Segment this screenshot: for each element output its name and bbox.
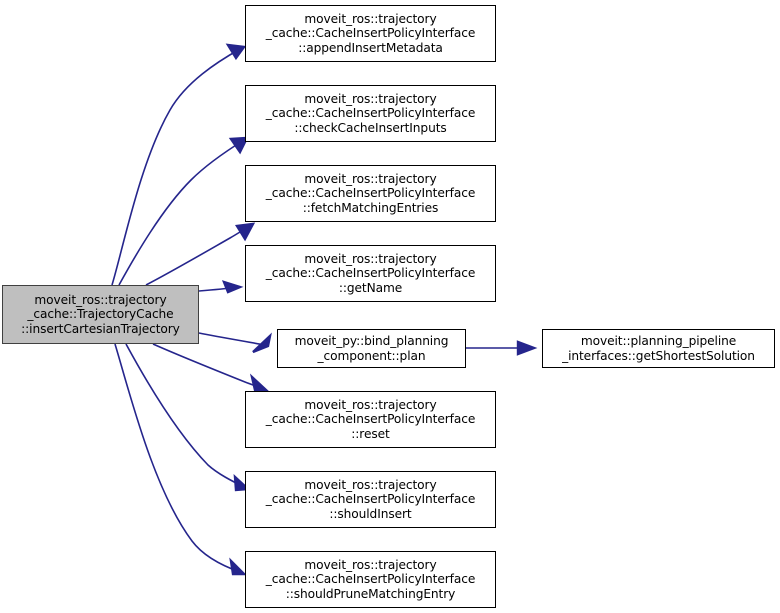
arrow-head-icon	[235, 222, 256, 242]
graph-node-label: moveit_ros::trajectory _cache::CacheInse…	[265, 171, 476, 215]
graph-node-label: moveit_ros::trajectory _cache::CacheInse…	[265, 397, 476, 441]
arrow-head-icon	[252, 332, 272, 354]
call-edge	[198, 286, 237, 292]
call-edge	[145, 225, 251, 286]
graph-node-label: moveit_ros::trajectory _cache::Trajector…	[21, 292, 180, 336]
arrow-head-icon	[225, 43, 247, 61]
graph-node-label: moveit_ros::trajectory _cache::CacheInse…	[265, 11, 476, 55]
graph-node-fetch_matching_entries[interactable]: moveit_ros::trajectory _cache::CacheInse…	[245, 165, 496, 222]
call-edge	[111, 48, 241, 286]
arrow-head-icon	[229, 557, 247, 576]
arrow-head-icon	[249, 373, 270, 392]
graph-node-label: moveit_py::bind_planning _component::pla…	[294, 333, 449, 363]
graph-node-label: moveit_ros::trajectory _cache::CacheInse…	[265, 557, 476, 601]
call-edge	[152, 343, 263, 389]
arrow-head-icon	[221, 280, 244, 294]
graph-node-reset[interactable]: moveit_ros::trajectory _cache::CacheInse…	[245, 391, 496, 448]
call-edge	[125, 343, 245, 488]
graph-node-should_insert[interactable]: moveit_ros::trajectory _cache::CacheInse…	[245, 471, 496, 528]
graph-node-check_cache_insert_inputs[interactable]: moveit_ros::trajectory _cache::CacheInse…	[245, 85, 496, 142]
call-edge	[118, 139, 245, 286]
graph-node-insert_cartesian_trajectory[interactable]: moveit_ros::trajectory _cache::Trajector…	[2, 285, 199, 344]
graph-node-label: moveit_ros::trajectory _cache::CacheInse…	[265, 477, 476, 521]
graph-node-bind_planning_component_plan[interactable]: moveit_py::bind_planning _component::pla…	[277, 329, 466, 368]
call-edge	[198, 332, 266, 346]
graph-node-label: moveit::planning_pipeline _interfaces::g…	[562, 333, 755, 363]
graph-node-label: moveit_ros::trajectory _cache::CacheInse…	[265, 251, 476, 295]
graph-node-should_prune_matching_entry[interactable]: moveit_ros::trajectory _cache::CacheInse…	[245, 551, 496, 608]
graph-node-append_insert_metadata[interactable]: moveit_ros::trajectory _cache::CacheInse…	[245, 5, 496, 62]
arrow-head-icon	[516, 340, 538, 356]
graph-node-get_shortest_solution[interactable]: moveit::planning_pipeline _interfaces::g…	[542, 329, 775, 368]
graph-node-get_name[interactable]: moveit_ros::trajectory _cache::CacheInse…	[245, 245, 496, 302]
graph-node-label: moveit_ros::trajectory _cache::CacheInse…	[265, 91, 476, 135]
call-edge	[114, 343, 241, 573]
